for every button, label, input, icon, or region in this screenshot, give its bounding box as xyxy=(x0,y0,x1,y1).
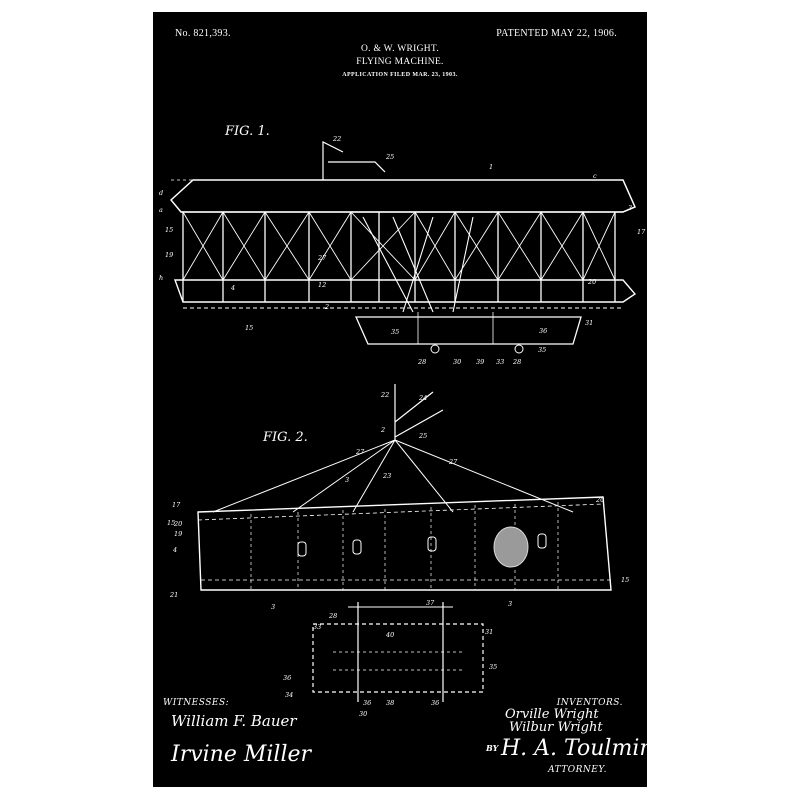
svg-text:20: 20 xyxy=(587,278,596,286)
svg-text:4: 4 xyxy=(230,284,235,292)
witness-signature-miller: Irvine Miller xyxy=(171,742,312,767)
figure-2-drawing xyxy=(197,384,612,702)
svg-text:3: 3 xyxy=(271,603,275,611)
figure-1-label: FIG. 1. xyxy=(225,124,270,139)
witnesses-label: WITNESSES: xyxy=(163,698,230,708)
svg-text:17: 17 xyxy=(172,501,181,509)
svg-text:22: 22 xyxy=(332,135,341,143)
svg-text:28: 28 xyxy=(512,358,521,366)
svg-text:35: 35 xyxy=(391,328,399,336)
svg-text:2: 2 xyxy=(324,303,329,311)
svg-text:1: 1 xyxy=(489,163,493,171)
svg-text:h: h xyxy=(159,274,163,282)
svg-text:34: 34 xyxy=(285,691,293,699)
svg-text:15: 15 xyxy=(245,324,253,332)
svg-text:38: 38 xyxy=(386,699,394,707)
figure-1-drawing xyxy=(169,141,637,354)
svg-text:27: 27 xyxy=(448,458,458,466)
svg-text:24: 24 xyxy=(418,394,427,402)
by-label: BY xyxy=(486,743,499,753)
patent-date: PATENTED MAY 22, 1906. xyxy=(496,28,617,39)
svg-text:36: 36 xyxy=(539,327,547,335)
application-line: APPLICATION FILED MAR. 23, 1903. xyxy=(342,72,458,78)
inventor-line: O. & W. WRIGHT. xyxy=(360,44,440,54)
svg-text:3: 3 xyxy=(345,476,349,484)
svg-text:a: a xyxy=(159,206,163,214)
svg-text:27: 27 xyxy=(317,254,327,262)
svg-text:19: 19 xyxy=(174,530,182,538)
patent-drawings: 22 25 1 c d a 3 15 19 17 27 h 4 12 15 2 35 28 30 3… xyxy=(159,135,646,718)
svg-text:37: 37 xyxy=(426,599,435,607)
svg-text:33: 33 xyxy=(496,358,504,366)
svg-text:19: 19 xyxy=(165,251,173,259)
svg-text:21: 21 xyxy=(169,591,178,599)
svg-text:31: 31 xyxy=(485,628,493,636)
patent-number: No. 821,393. xyxy=(175,28,231,39)
svg-text:4: 4 xyxy=(172,546,177,554)
svg-text:36: 36 xyxy=(283,674,291,682)
figure-1-reference-numbers: 22 25 1 c d a 3 15 19 17 27 h 4 12 15 2 35 28 30 3… xyxy=(159,135,646,366)
svg-text:25: 25 xyxy=(385,153,394,161)
svg-text:36: 36 xyxy=(363,699,371,707)
svg-text:20: 20 xyxy=(173,520,182,528)
attorney-label: ATTORNEY. xyxy=(548,765,607,775)
svg-text:17: 17 xyxy=(637,228,646,236)
svg-text:30: 30 xyxy=(453,358,461,366)
svg-text:3: 3 xyxy=(508,600,512,608)
svg-text:d: d xyxy=(159,189,163,197)
svg-text:35: 35 xyxy=(489,663,497,671)
svg-text:23: 23 xyxy=(382,472,391,480)
svg-text:15: 15 xyxy=(621,576,629,584)
svg-text:28: 28 xyxy=(417,358,426,366)
svg-text:33: 33 xyxy=(313,623,321,631)
svg-text:30: 30 xyxy=(359,710,367,718)
svg-text:2: 2 xyxy=(380,426,385,434)
figure-2-label: FIG. 2. xyxy=(263,430,308,445)
inventor-signature-orville: Orville Wright xyxy=(505,707,599,722)
svg-text:c: c xyxy=(593,172,597,180)
svg-text:25: 25 xyxy=(418,432,427,440)
svg-text:12: 12 xyxy=(318,281,326,289)
attorney-signature: H. A. Toulmin xyxy=(501,736,647,761)
svg-text:28: 28 xyxy=(328,612,337,620)
svg-text:31: 31 xyxy=(585,319,593,327)
svg-text:22: 22 xyxy=(380,391,389,399)
svg-text:3: 3 xyxy=(628,204,632,212)
svg-text:35: 35 xyxy=(538,346,546,354)
svg-text:36: 36 xyxy=(431,699,439,707)
svg-text:39: 39 xyxy=(476,358,484,366)
inventors-label: INVENTORS. xyxy=(556,698,623,708)
svg-text:40: 40 xyxy=(385,631,394,639)
svg-text:15: 15 xyxy=(167,519,175,527)
witness-signature-bauer: William F. Bauer xyxy=(171,712,297,730)
patent-title: FLYING MACHINE. xyxy=(356,57,444,67)
inventor-signature-wilbur: Wilbur Wright xyxy=(509,720,603,735)
patent-poster: No. 821,393. PATENTED MAY 22, 1906. O. &… xyxy=(153,12,647,787)
svg-text:20: 20 xyxy=(595,496,604,504)
svg-text:27: 27 xyxy=(355,448,365,456)
svg-text:15: 15 xyxy=(165,226,173,234)
